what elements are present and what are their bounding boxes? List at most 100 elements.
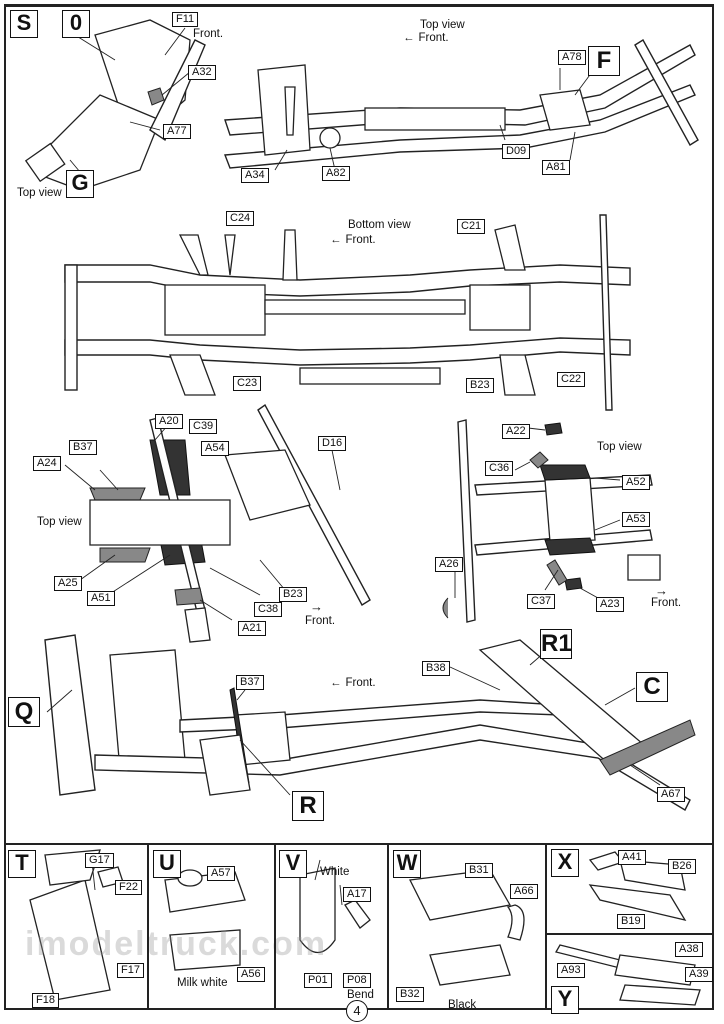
lever-drawing bbox=[555, 944, 701, 1006]
step-label-r1: R1 bbox=[540, 629, 572, 659]
watermark: imodeltruck.com bbox=[25, 925, 328, 963]
divider bbox=[147, 843, 149, 1010]
part-label-p08: P08 bbox=[343, 973, 371, 988]
step-label-f: F bbox=[588, 46, 620, 76]
page-number: 4 bbox=[346, 1000, 368, 1022]
step-label-x: X bbox=[551, 849, 579, 877]
rear-suspension-drawing bbox=[442, 419, 661, 623]
front-arrow-icon: → bbox=[655, 583, 668, 598]
step-label-w: W bbox=[393, 850, 421, 878]
part-label-b37: B37 bbox=[69, 440, 97, 455]
bottom-view-note: Bottom view bbox=[348, 219, 411, 231]
part-label-a41: A41 bbox=[618, 850, 646, 865]
part-label-a23: A23 bbox=[596, 597, 624, 612]
step-label-c: C bbox=[636, 672, 668, 702]
part-label-c39: C39 bbox=[189, 419, 218, 434]
full-assembly-drawing bbox=[44, 634, 696, 811]
part-label-f18: F18 bbox=[32, 993, 59, 1008]
part-label-d16: D16 bbox=[318, 436, 347, 451]
front-suspension-drawing bbox=[64, 403, 371, 643]
part-label-b31: B31 bbox=[465, 863, 493, 878]
part-label-a52: A52 bbox=[622, 475, 650, 490]
step-label-y: Y bbox=[551, 986, 579, 1014]
part-label-c24: C24 bbox=[226, 211, 255, 226]
part-label-a77: A77 bbox=[163, 124, 191, 139]
chassis-top-drawing bbox=[224, 39, 699, 171]
part-label-a66: A66 bbox=[510, 884, 538, 899]
part-label-a17: A17 bbox=[343, 887, 371, 902]
divider bbox=[4, 843, 714, 845]
top-view-note: Top view bbox=[17, 187, 62, 199]
part-label-b26: B26 bbox=[668, 859, 696, 874]
paint-note: Milk white bbox=[177, 977, 228, 989]
part-label-f17: F17 bbox=[117, 963, 144, 978]
part-label-c23: C23 bbox=[233, 376, 262, 391]
front-arrow-icon: → bbox=[310, 599, 323, 614]
step-label-0: 0 bbox=[62, 10, 90, 38]
part-label-c37: C37 bbox=[527, 594, 556, 609]
front-arrow-note: Front. bbox=[403, 31, 449, 45]
part-label-a53: A53 bbox=[622, 512, 650, 527]
part-label-a56: A56 bbox=[237, 967, 265, 982]
part-label-f11: F11 bbox=[172, 12, 199, 27]
step-label-r: R bbox=[292, 791, 324, 821]
mudflap-drawing bbox=[299, 859, 371, 954]
part-label-c22: C22 bbox=[557, 372, 586, 387]
divider bbox=[274, 843, 276, 1010]
part-label-a22: A22 bbox=[502, 424, 530, 439]
part-label-a34: A34 bbox=[241, 168, 269, 183]
front-note: Front. bbox=[305, 615, 336, 627]
top-view-note: Top view bbox=[420, 19, 465, 31]
part-label-a24: A24 bbox=[33, 456, 61, 471]
part-label-b38: B38 bbox=[422, 661, 450, 676]
part-label-a26: A26 bbox=[435, 557, 463, 572]
part-label-b37: B37 bbox=[236, 675, 264, 690]
part-label-a20: A20 bbox=[155, 414, 183, 429]
divider bbox=[545, 933, 714, 935]
air-filter-drawing bbox=[409, 869, 525, 986]
step-label-t: T bbox=[8, 850, 36, 878]
step-label-v: V bbox=[279, 850, 307, 878]
front-arrow-note: Front. bbox=[330, 676, 376, 690]
part-label-a38: A38 bbox=[675, 942, 703, 957]
front-note: Front. bbox=[193, 28, 224, 40]
part-label-a32: A32 bbox=[188, 65, 216, 80]
part-label-c36: C36 bbox=[485, 461, 514, 476]
part-label-b23: B23 bbox=[279, 587, 307, 602]
step-label-s: S bbox=[10, 10, 38, 38]
step-label-u: U bbox=[153, 850, 181, 878]
transmission-drawing bbox=[24, 19, 206, 191]
bend-note: Bend bbox=[347, 989, 374, 1001]
part-label-d09: D09 bbox=[502, 144, 531, 159]
divider bbox=[387, 843, 389, 1010]
part-label-c21: C21 bbox=[457, 219, 486, 234]
top-view-note: Top view bbox=[597, 441, 642, 453]
part-label-a39: A39 bbox=[685, 967, 713, 982]
part-label-a21: A21 bbox=[238, 621, 266, 636]
part-label-b23: B23 bbox=[466, 378, 494, 393]
front-arrow-note: Front. bbox=[330, 233, 376, 247]
part-label-a93: A93 bbox=[557, 963, 585, 978]
part-label-b19: B19 bbox=[617, 914, 645, 929]
part-label-a25: A25 bbox=[54, 576, 82, 591]
step-label-q: Q bbox=[8, 697, 40, 727]
chassis-bottom-drawing bbox=[64, 214, 631, 411]
part-label-c38: C38 bbox=[254, 602, 283, 617]
part-label-a51: A51 bbox=[87, 591, 115, 606]
part-label-a78: A78 bbox=[558, 50, 586, 65]
step-label-g: G bbox=[66, 170, 94, 198]
part-label-b32: B32 bbox=[396, 987, 424, 1002]
part-label-a81: A81 bbox=[542, 160, 570, 175]
part-label-a54: A54 bbox=[201, 441, 229, 456]
part-label-f22: F22 bbox=[115, 880, 142, 895]
front-note: Front. bbox=[651, 597, 682, 609]
part-label-g17: G17 bbox=[85, 853, 114, 868]
part-label-a67: A67 bbox=[657, 787, 685, 802]
top-view-note: Top view bbox=[37, 516, 82, 528]
part-label-p01: P01 bbox=[304, 973, 332, 988]
part-label-a82: A82 bbox=[322, 166, 350, 181]
part-label-a57: A57 bbox=[207, 866, 235, 881]
divider bbox=[545, 843, 547, 1010]
paint-note: Black bbox=[448, 999, 477, 1011]
